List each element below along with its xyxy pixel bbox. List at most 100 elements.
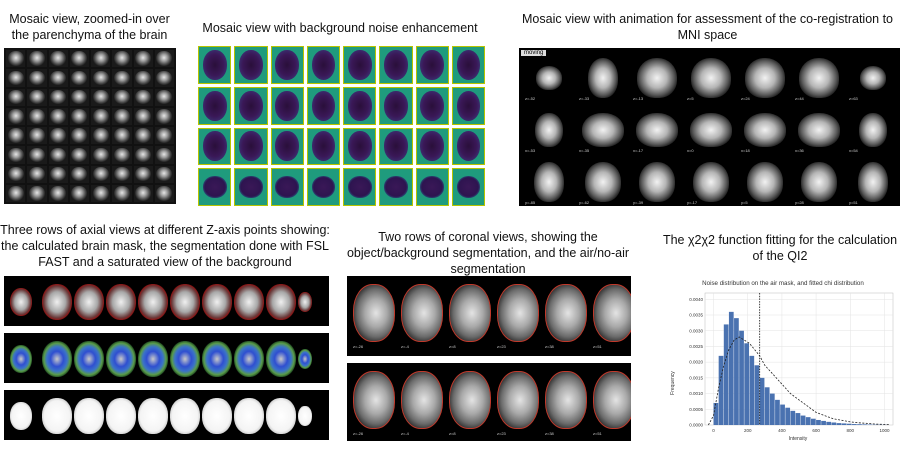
brain-slice: [239, 90, 263, 121]
anim-coord-label: y=28: [795, 200, 804, 205]
mosaic-tile: [91, 107, 111, 125]
brain-slice: [275, 176, 299, 198]
mosaic-tile: [154, 127, 174, 145]
brain-slice: [135, 166, 152, 182]
brain-slice: [113, 51, 130, 66]
brain-slice: [113, 147, 130, 163]
mosaic-tile: [69, 184, 89, 202]
anim-coord-label: z=63: [849, 96, 858, 101]
caption-mosaic-noise: Mosaic view with background noise enhanc…: [202, 21, 478, 35]
chart-xtick-label: 1000: [879, 428, 890, 433]
anim-coord-label: x=-17: [633, 148, 644, 153]
axial-row-fast: [4, 333, 329, 383]
mosaic-tile: [112, 165, 132, 183]
anim-coord-label: y=5: [741, 200, 748, 205]
mosaic-tile: [91, 50, 111, 68]
anim-coord-label: z=-52: [525, 96, 536, 101]
brain-slice: [92, 147, 109, 163]
anim-brain-slice: [534, 162, 564, 202]
mosaic-tile: [48, 88, 68, 106]
anim-coord-label: y=-17: [687, 200, 698, 205]
noise-tile: [343, 168, 377, 206]
brain-slice: [92, 186, 109, 201]
caption-axial-rows: Three rows of axial views at different Z…: [0, 223, 330, 269]
mosaic-tile: [154, 146, 174, 164]
mosaic-tile: [48, 184, 68, 202]
brain-slice: [50, 128, 67, 143]
axial-slice: [234, 341, 264, 377]
coronal-slice: [353, 371, 395, 429]
axial-slice: [74, 284, 104, 320]
brain-slice: [7, 166, 24, 182]
brain-slice: [156, 51, 173, 66]
brain-slice: [71, 147, 88, 163]
chart-bar: [795, 413, 801, 425]
mosaic-tile: [91, 88, 111, 106]
coronal-coord-label: z=-4: [401, 344, 409, 349]
chart-bar: [810, 418, 816, 425]
brain-slice: [50, 109, 67, 124]
axial-slice: [266, 398, 296, 434]
brain-slice: [113, 128, 130, 143]
noise-tile: [343, 86, 377, 125]
brain-slice: [28, 128, 45, 143]
brain-slice: [384, 176, 408, 198]
chart-bar: [800, 415, 806, 425]
anim-brain-slice: [639, 162, 675, 202]
mosaic-tile: [91, 165, 111, 183]
axial-slice: [202, 341, 232, 377]
chart-bar: [816, 419, 821, 425]
brain-slice: [311, 90, 336, 121]
coronal-coord-label: z=-26: [353, 431, 364, 436]
coronal-coord-label: z=51: [593, 431, 602, 436]
coronal-slice: [497, 371, 539, 429]
axial-slice: [170, 284, 200, 320]
coronal-coord-label: z=38: [545, 344, 554, 349]
brain-slice: [275, 131, 299, 162]
brain-slice: [28, 51, 45, 66]
axial-slice: [10, 402, 32, 430]
brain-slice: [456, 176, 481, 198]
chart-ytick-label: 0.0000: [689, 423, 703, 428]
anim-coord-label: z=44: [795, 96, 804, 101]
anim-brain-slice: [798, 113, 840, 147]
mosaic-tile: [27, 50, 47, 68]
brain-slice: [135, 147, 152, 163]
chart-bar: [769, 393, 775, 425]
axial-row-background: [4, 390, 329, 440]
mosaic-tile: [27, 127, 47, 145]
brain-slice: [92, 70, 109, 86]
brain-slice: [50, 186, 67, 201]
noise-tile: [234, 86, 268, 125]
anim-brain-slice: [637, 58, 677, 98]
noise-tile: [198, 46, 232, 84]
brain-slice: [156, 186, 173, 201]
brain-slice: [239, 49, 263, 80]
brain-slice: [113, 166, 130, 182]
brain-slice: [7, 186, 24, 201]
mosaic-tile: [133, 50, 153, 68]
mosaic-tile: [133, 165, 153, 183]
caption-coronal-rows: Two rows of coronal views, showing the o…: [346, 230, 630, 276]
anim-coord-label: x=-53: [525, 148, 536, 153]
chi-fit-svg: Noise distribution on the air mask, and …: [670, 280, 894, 442]
brain-slice: [7, 89, 24, 105]
chart-bar: [718, 355, 724, 425]
chart-bar: [739, 330, 744, 425]
coronal-coord-label: z=8: [449, 344, 456, 349]
noise-tile: [306, 46, 340, 84]
mosaic-tile: [112, 88, 132, 106]
brain-slice: [71, 89, 88, 105]
brain-slice: [311, 131, 336, 162]
mosaic-tile: [133, 88, 153, 106]
chart-xtick-label: 0: [712, 428, 715, 433]
mosaic-tile: [154, 165, 174, 183]
mosaic-tile: [112, 50, 132, 68]
mosaic-tile: [6, 88, 26, 106]
axial-slice: [298, 406, 312, 426]
coronal-slice: [353, 284, 395, 342]
chart-title: Noise distribution on the air mask, and …: [702, 280, 864, 287]
brain-slice: [28, 89, 45, 105]
